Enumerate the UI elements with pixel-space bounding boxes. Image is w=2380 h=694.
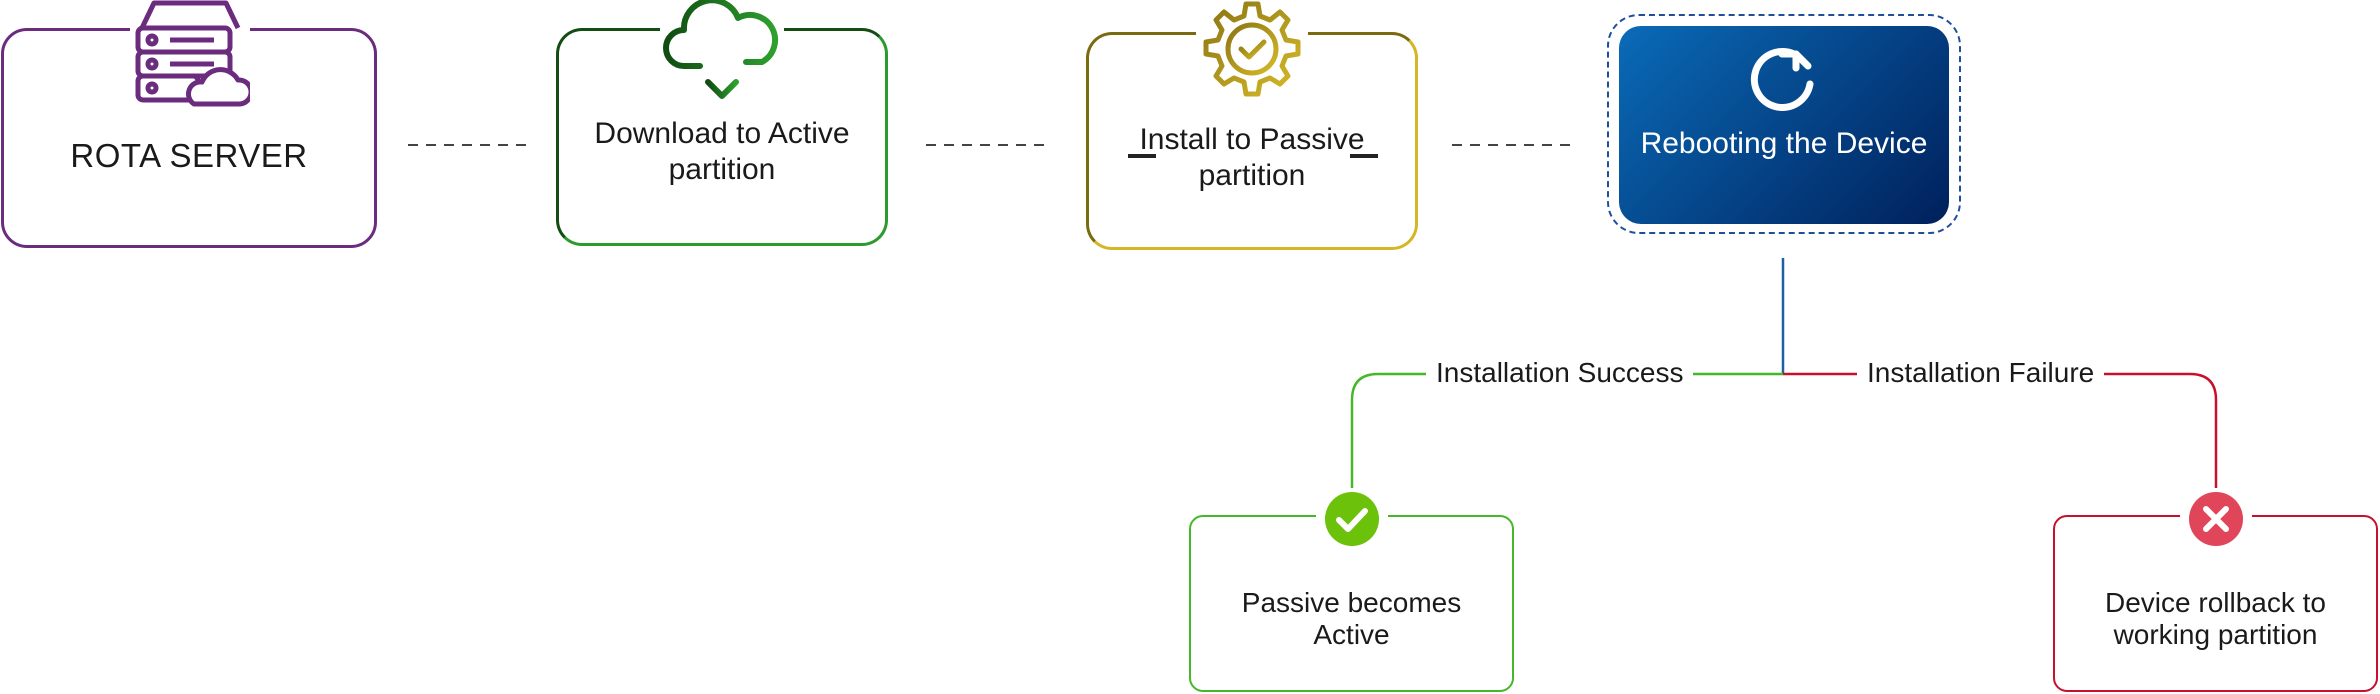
download-label: Download to Active partition — [594, 117, 850, 186]
dash-decoration — [1128, 154, 1156, 158]
gear-check-icon — [1196, 0, 1308, 110]
install-label: Install to Passive partition — [1139, 123, 1365, 192]
check-circle-icon — [1316, 491, 1388, 547]
cloud-download-icon — [660, 0, 784, 104]
server-cloud-icon — [130, 0, 254, 112]
rota-server-label: ROTA SERVER — [70, 137, 308, 174]
dash-decoration — [1350, 154, 1378, 158]
refresh-icon — [1750, 47, 1814, 111]
failure-outcome-label: Device rollback to working partition — [2105, 586, 2326, 650]
reboot-box-dashed-frame — [1607, 14, 1961, 234]
failure-branch-line — [1783, 372, 2218, 488]
x-circle-icon — [2180, 491, 2252, 547]
success-outcome-label: Passive becomes Active — [1241, 586, 1462, 650]
reboot-label: Rebooting the Device — [1640, 127, 1928, 160]
reboot-box: Rebooting the Device — [1619, 26, 1949, 224]
rota-server-box: ROTA SERVER — [1, 28, 377, 248]
success-branch-line — [1350, 372, 1783, 488]
installation-success-label: Installation Success — [1426, 357, 1694, 389]
installation-failure-label: Installation Failure — [1857, 357, 2105, 389]
install-box: Install to Passive partition — [1086, 32, 1418, 250]
